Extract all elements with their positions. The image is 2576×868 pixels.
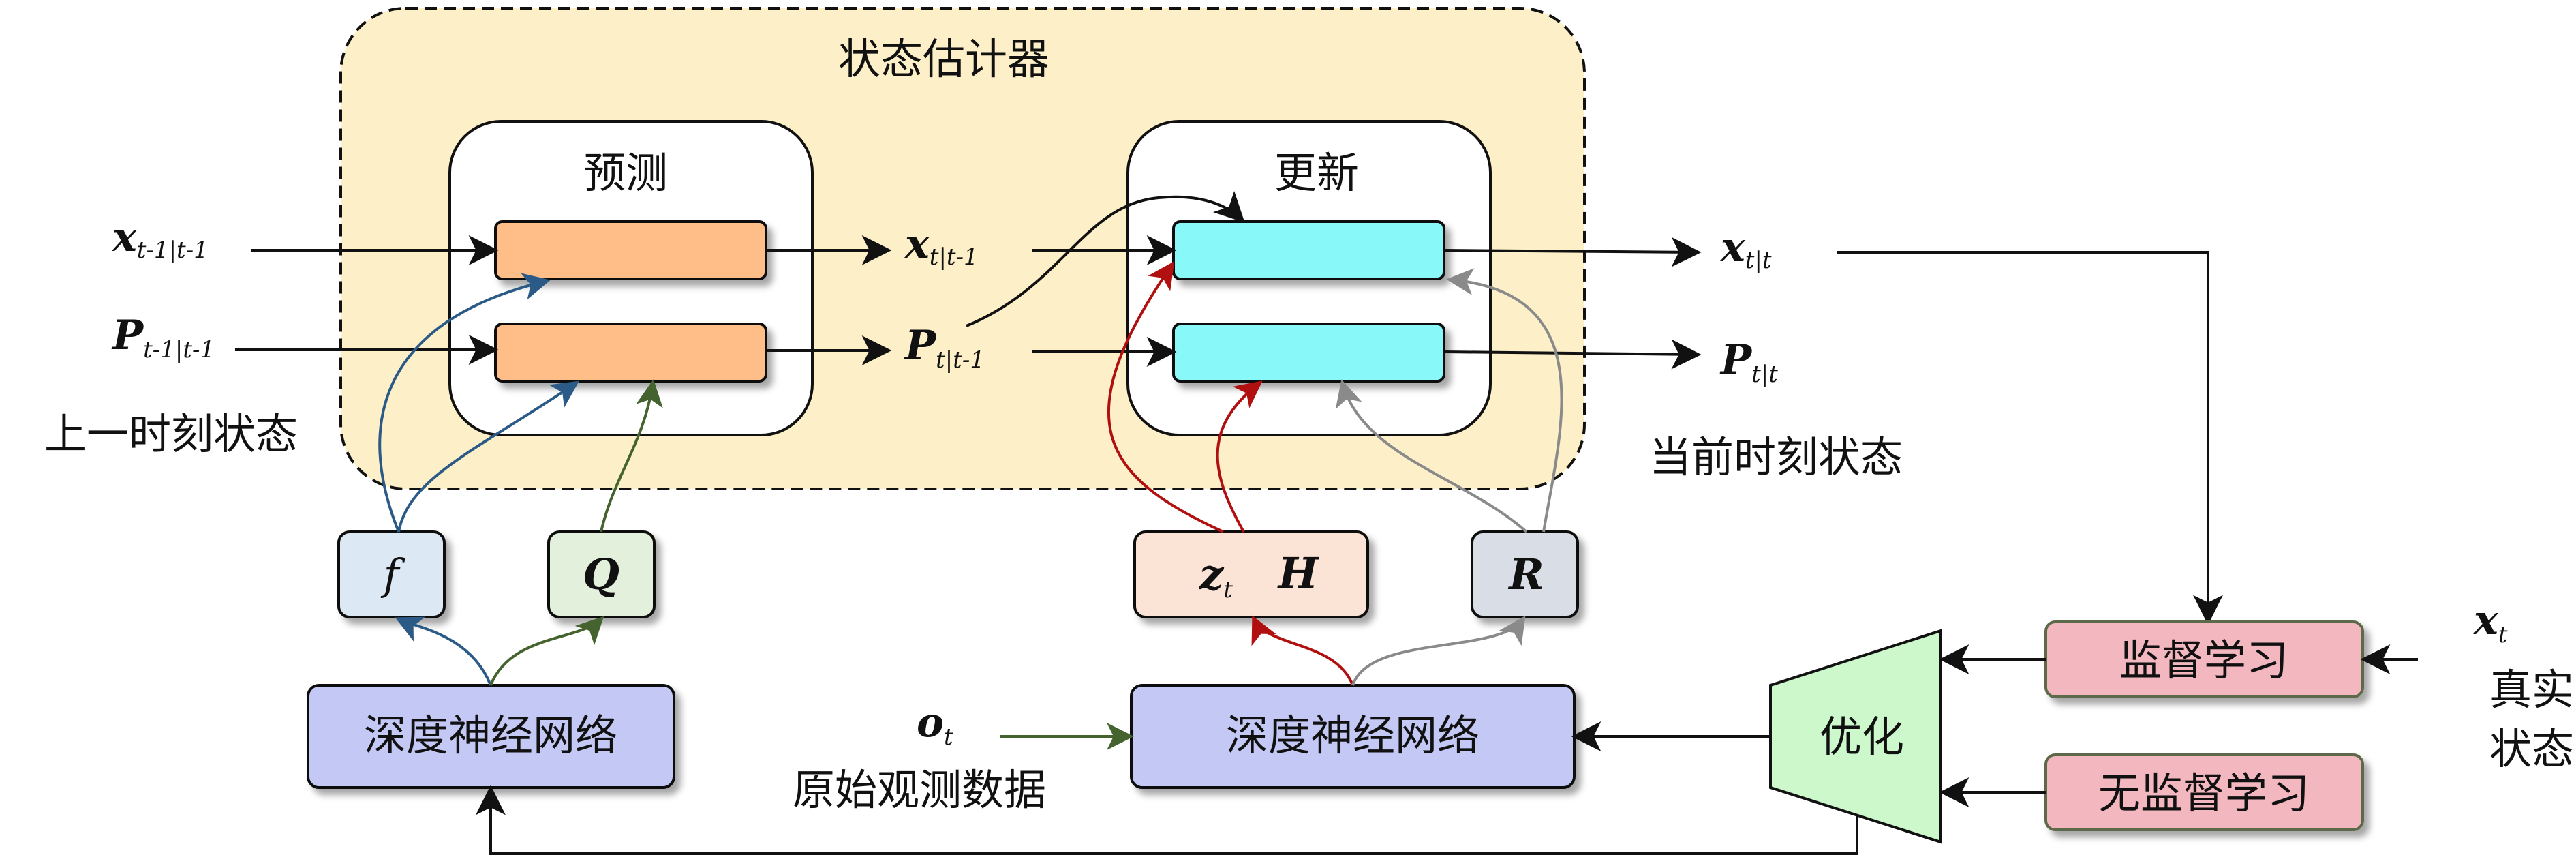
arrow-update-x-out: [1443, 237, 1702, 267]
arrow-update-p-out: [1443, 339, 1702, 370]
arrow-pred-p-curve-to-update: [966, 191, 1245, 327]
update-p-block: [1172, 323, 1445, 383]
predict-p-block: [494, 323, 767, 383]
arrow-z-to-update-x: [1107, 261, 1224, 533]
arrow-dnn-right-to-zh: [1251, 615, 1354, 686]
arrow-dnn-left-to-q: [489, 616, 604, 686]
ground-truth-caption-line2: 状态: [2489, 724, 2574, 774]
arrow-optimizer-to-dnn-left: [476, 785, 1858, 855]
f-box: [337, 530, 446, 618]
unsupervised-label: 无监督学习: [2098, 768, 2310, 818]
supervised-label: 监督学习: [2119, 635, 2288, 685]
arrow-z-to-update-p: [1216, 380, 1263, 533]
arrow-r-to-update-x: [1446, 268, 1563, 533]
prev-state-caption: 上一时刻状态: [44, 409, 298, 459]
dnn-left-label: 深度神经网络: [364, 710, 617, 760]
predict-x-block: [494, 220, 767, 280]
pred-p-label: Pt|t-1: [904, 322, 985, 374]
r-label: R: [1507, 550, 1544, 599]
optimizer-trapezoid: [1769, 629, 1942, 844]
dnn-right-label: 深度神经网络: [1226, 710, 1479, 760]
arrow-dnn-right-to-r: [1351, 616, 1526, 686]
q-label: Q: [583, 550, 619, 599]
observation-caption: 原始观测数据: [793, 765, 1046, 815]
prev-p-label: Pt-1|t-1: [111, 312, 215, 363]
arrow-f-to-predict-p: [397, 380, 579, 533]
cur-x-label: xt|t: [1719, 224, 1772, 274]
predict-title: 预测: [583, 148, 668, 198]
h-label: H: [1277, 548, 1320, 598]
estimator-title: 状态估计器: [838, 34, 1049, 84]
optimizer-label: 优化: [1820, 712, 1904, 762]
arrow-f-to-predict-x: [378, 273, 551, 533]
update-x-block: [1172, 220, 1445, 280]
arrow-q-to-predict-p: [600, 379, 663, 533]
zh-box: [1133, 530, 1369, 618]
observation-label: ot: [917, 699, 953, 751]
ground-truth-label: xt: [2472, 597, 2508, 648]
arrow-current-to-supervised: [1837, 251, 2223, 625]
pred-x-label: xt|t-1: [904, 220, 979, 271]
cur-p-label: Pt|t: [1719, 336, 1778, 388]
arrow-r-to-update-p: [1335, 379, 1528, 533]
prev-x-label: xt-1|t-1: [111, 213, 209, 264]
z-label: zt: [1199, 550, 1233, 603]
arrow-dnn-left-to-f: [395, 616, 492, 686]
current-state-caption: 当前时刻状态: [1649, 432, 1903, 482]
ground-truth-caption-line1: 真实: [2489, 665, 2574, 715]
update-title: 更新: [1274, 148, 1359, 198]
